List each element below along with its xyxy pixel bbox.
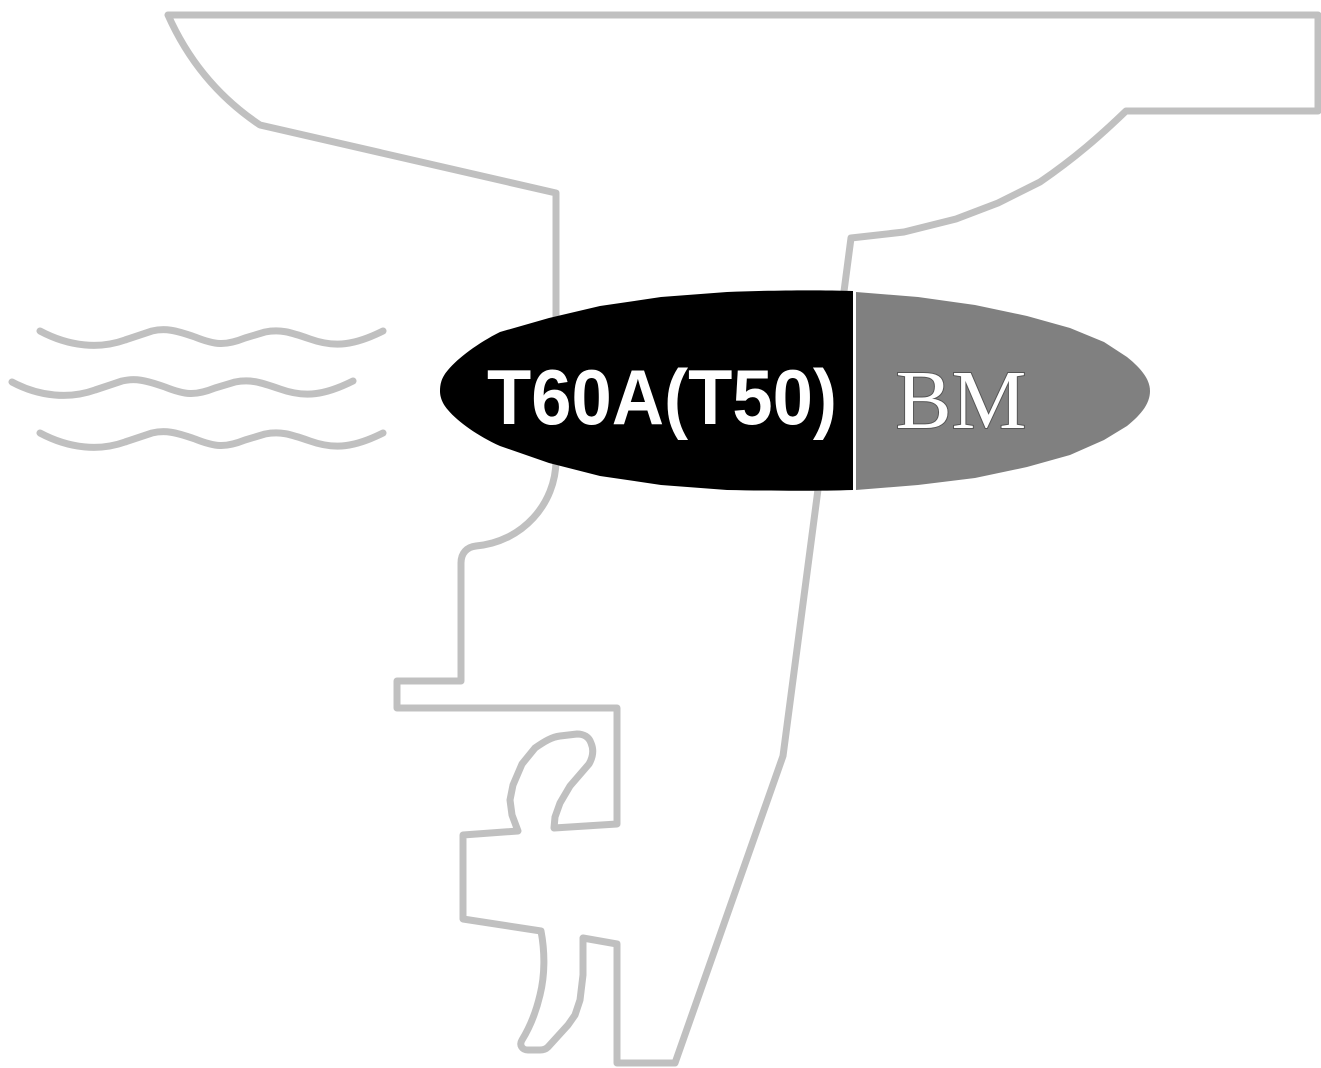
badge-left-half	[440, 290, 853, 491]
motor-outline	[164, 11, 1321, 1067]
brand-label: BM	[896, 354, 1027, 447]
wave-line-top	[36, 326, 387, 349]
wave-line-middle	[8, 376, 357, 399]
wave-line-bottom	[36, 428, 387, 451]
badge-right-half	[856, 292, 1150, 490]
model-badge: T60A(T50) BM	[440, 290, 1150, 491]
model-label: T60A(T50)	[487, 353, 837, 441]
